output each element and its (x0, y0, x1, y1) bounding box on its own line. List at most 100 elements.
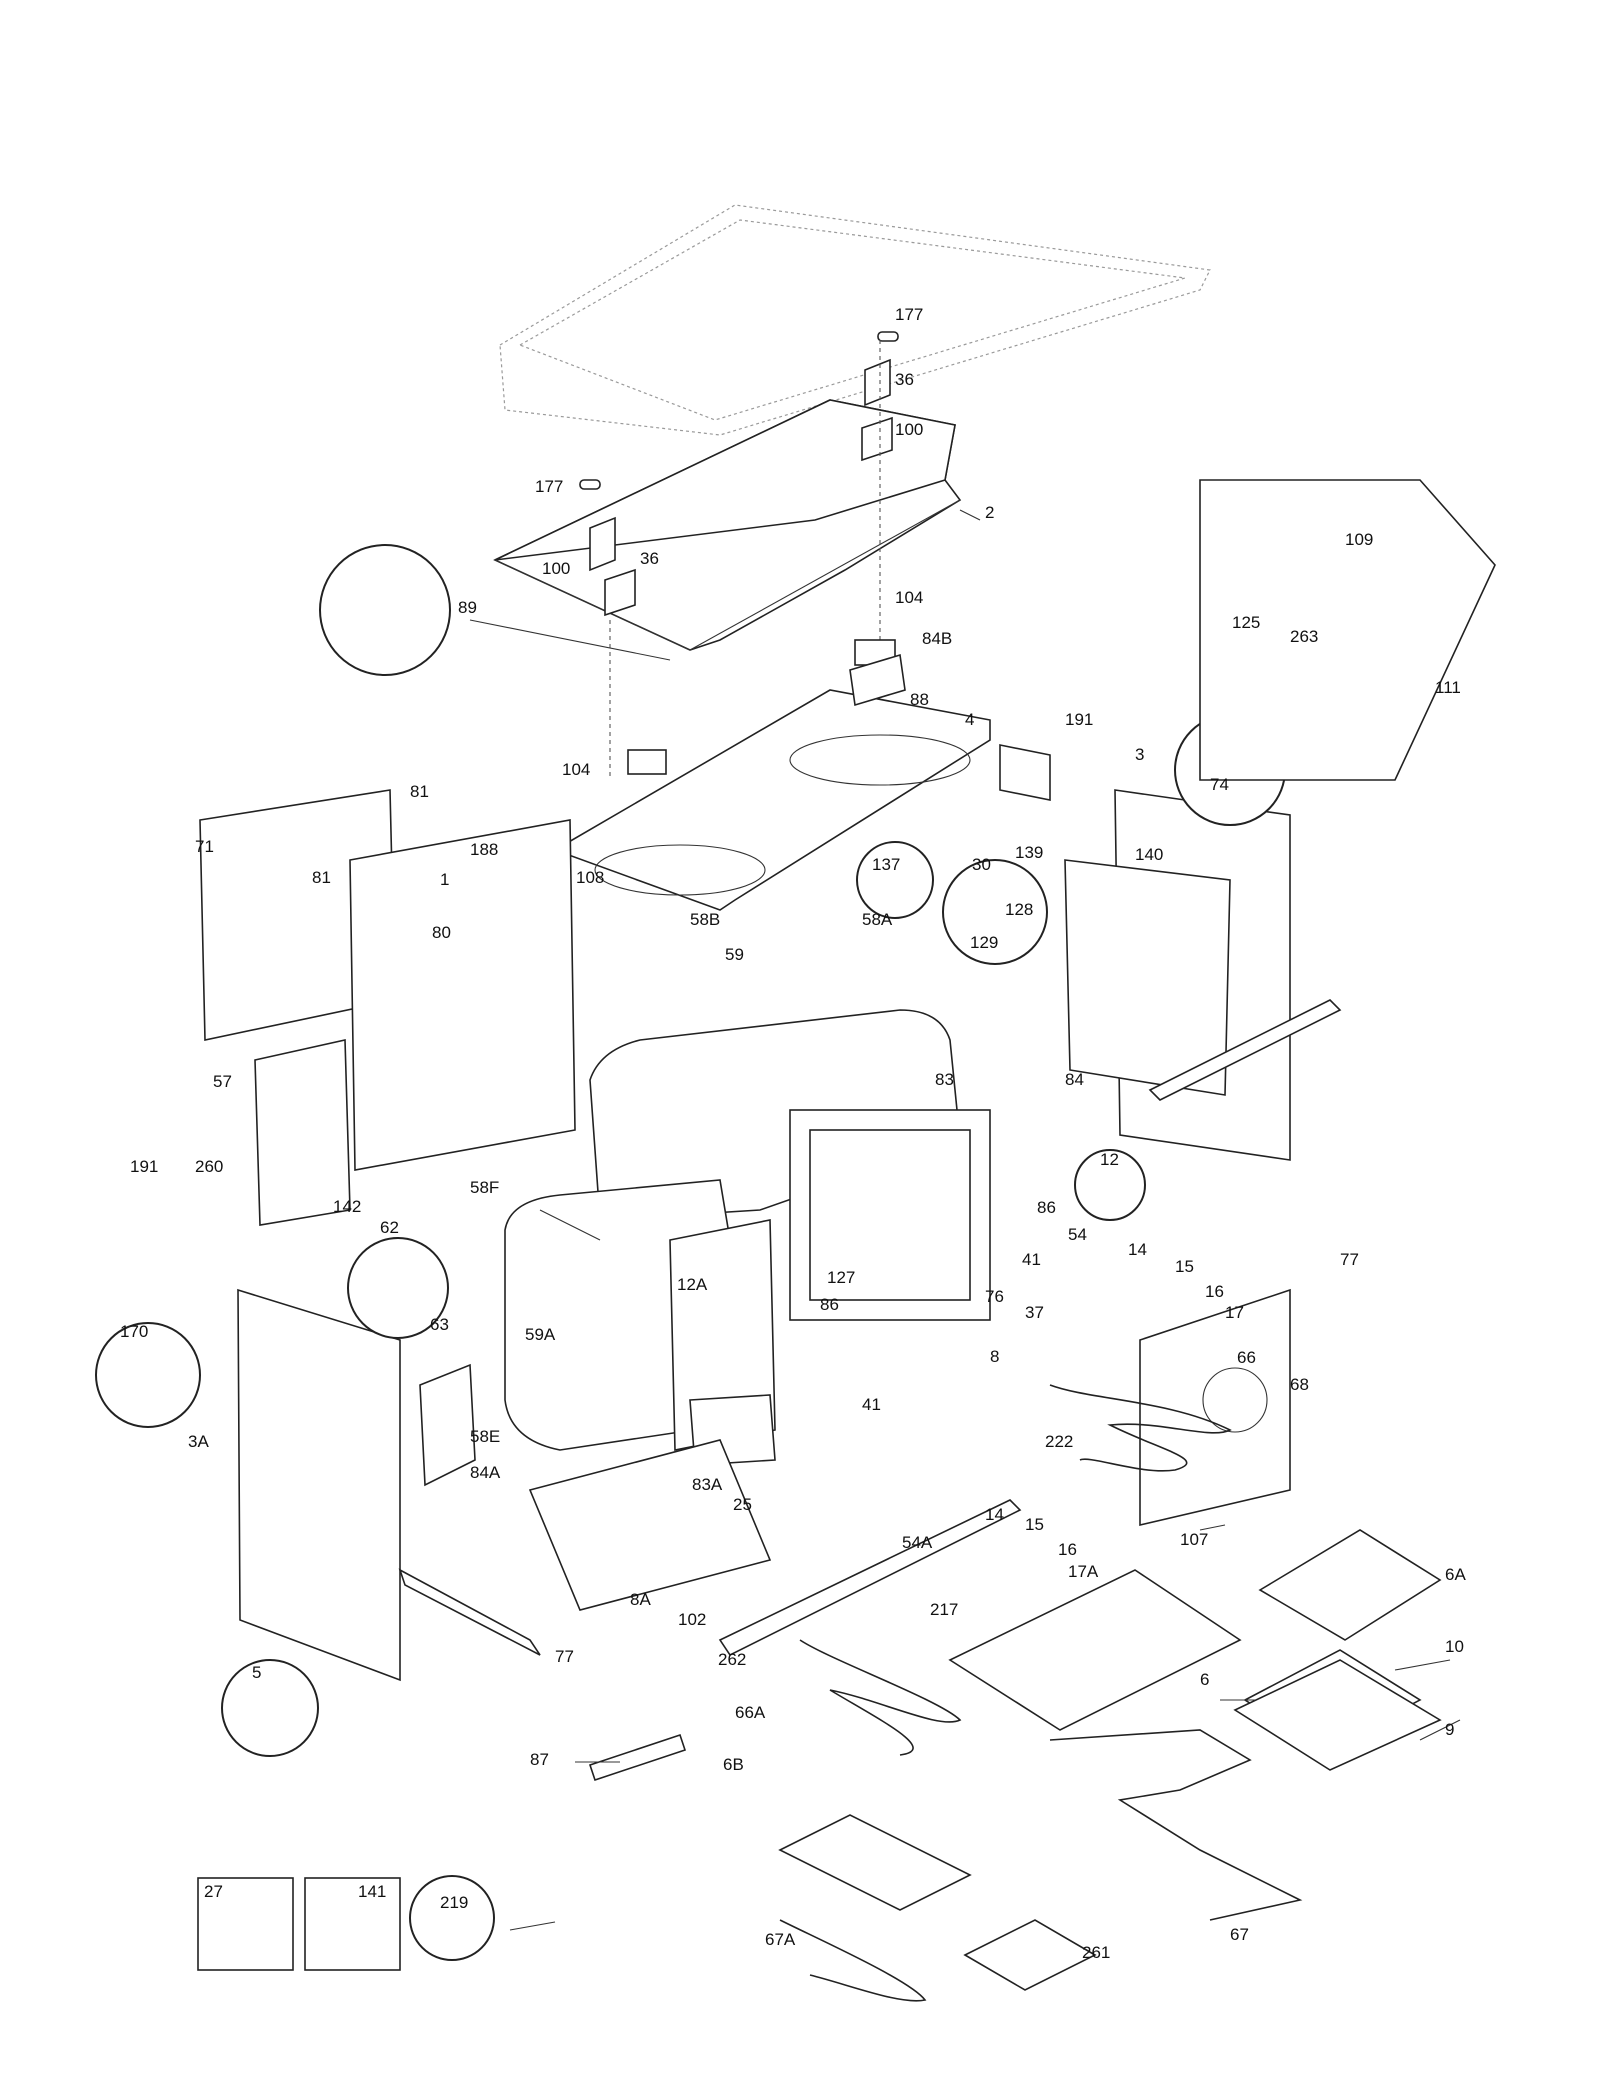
label-139: 139 (1015, 843, 1043, 862)
inner-top-panel (553, 639, 991, 911)
label-58B: 58B (690, 910, 720, 929)
label-41b: 41 (862, 1395, 881, 1414)
label-261: 261 (1082, 1943, 1110, 1962)
label-71: 71 (195, 837, 214, 856)
label-62: 62 (380, 1218, 399, 1237)
leader-lines (469, 509, 1461, 1931)
label-63: 63 (430, 1315, 449, 1334)
label-219: 219 (440, 1893, 468, 1912)
label-54a: 54 (1068, 1225, 1087, 1244)
label-9: 9 (1445, 1720, 1454, 1739)
label-37: 37 (1025, 1303, 1044, 1322)
label-262: 262 (718, 1650, 746, 1669)
label-10: 10 (1445, 1637, 1464, 1656)
label-217: 217 (930, 1600, 958, 1619)
label-6A: 6A (1445, 1565, 1466, 1584)
label-87: 87 (530, 1750, 549, 1769)
label-191a: 191 (1065, 710, 1093, 729)
label-57: 57 (213, 1072, 232, 1091)
label-8A: 8A (630, 1590, 651, 1609)
label-77b: 77 (555, 1647, 574, 1666)
label-177a: 177 (895, 305, 923, 324)
label-83A: 83A (692, 1475, 723, 1494)
label-27: 27 (204, 1882, 223, 1901)
label-8: 8 (990, 1347, 999, 1366)
label-4: 4 (965, 710, 974, 729)
label-86a: 86 (1037, 1198, 1056, 1217)
label-14a: 14 (1128, 1240, 1147, 1259)
label-129: 129 (970, 933, 998, 952)
cooktop-outline (499, 204, 1211, 436)
label-58F: 58F (470, 1178, 499, 1197)
label-89: 89 (458, 598, 477, 617)
label-17: 17 (1225, 1303, 1244, 1322)
label-41a: 41 (1022, 1250, 1041, 1269)
bottom-parts (398, 999, 1342, 1782)
label-36b: 36 (640, 549, 659, 568)
label-104a: 104 (895, 588, 923, 607)
label-100a: 100 (895, 420, 923, 439)
label-188: 188 (470, 840, 498, 859)
right-side-panel (999, 744, 1291, 1161)
bottom-left-inset-boxes (197, 1877, 401, 1971)
label-68: 68 (1290, 1375, 1309, 1394)
label-16b: 16 (1058, 1540, 1077, 1559)
label-54A: 54A (902, 1533, 933, 1552)
label-15b: 15 (1025, 1515, 1044, 1534)
label-83: 83 (935, 1070, 954, 1089)
label-81a: 81 (410, 782, 429, 801)
label-127: 127 (827, 1268, 855, 1287)
part-number-labels: 177 36 100 2 177 100 36 89 104 84B 88 4 … (120, 305, 1466, 1962)
label-222: 222 (1045, 1432, 1073, 1451)
label-15a: 15 (1175, 1257, 1194, 1276)
oven-cavity (504, 1009, 991, 1466)
label-58E: 58E (470, 1427, 500, 1446)
convection-fan-inset (1199, 479, 1496, 781)
label-84B: 84B (922, 629, 952, 648)
detail-circles (95, 544, 1286, 1961)
label-3A: 3A (188, 1432, 209, 1451)
label-104b: 104 (562, 760, 590, 779)
label-177b: 177 (535, 477, 563, 496)
label-5: 5 (252, 1663, 261, 1682)
label-102: 102 (678, 1610, 706, 1629)
label-67A: 67A (765, 1930, 796, 1949)
label-137: 137 (872, 855, 900, 874)
label-88: 88 (910, 690, 929, 709)
label-30: 30 (972, 855, 991, 874)
label-128: 128 (1005, 900, 1033, 919)
label-1: 1 (440, 870, 449, 889)
label-12: 12 (1100, 1150, 1119, 1169)
label-107: 107 (1180, 1530, 1208, 1549)
label-170: 170 (120, 1322, 148, 1341)
oven-racks (778, 1529, 1442, 1991)
label-260: 260 (195, 1157, 223, 1176)
label-36a: 36 (895, 370, 914, 389)
label-2: 2 (985, 503, 994, 522)
label-6: 6 (1200, 1670, 1209, 1689)
label-263: 263 (1290, 627, 1318, 646)
label-100b: 100 (542, 559, 570, 578)
label-59: 59 (725, 945, 744, 964)
label-141: 141 (358, 1882, 386, 1901)
label-86b: 86 (820, 1295, 839, 1314)
label-59A: 59A (525, 1325, 556, 1344)
label-66A: 66A (735, 1703, 766, 1722)
label-77a: 77 (1340, 1250, 1359, 1269)
heating-elements (779, 1384, 1303, 2002)
label-84A: 84A (470, 1463, 501, 1482)
label-14b: 14 (985, 1505, 1004, 1524)
label-16a: 16 (1205, 1282, 1224, 1301)
label-142: 142 (333, 1197, 361, 1216)
label-76: 76 (985, 1287, 1004, 1306)
label-66: 66 (1237, 1348, 1256, 1367)
label-81b: 81 (312, 868, 331, 887)
label-25: 25 (733, 1495, 752, 1514)
label-191b: 191 (130, 1157, 158, 1176)
label-12A: 12A (677, 1275, 708, 1294)
label-109: 109 (1345, 530, 1373, 549)
left-side-panel (237, 1288, 476, 1682)
label-6B: 6B (723, 1755, 744, 1774)
label-58A: 58A (862, 910, 893, 929)
